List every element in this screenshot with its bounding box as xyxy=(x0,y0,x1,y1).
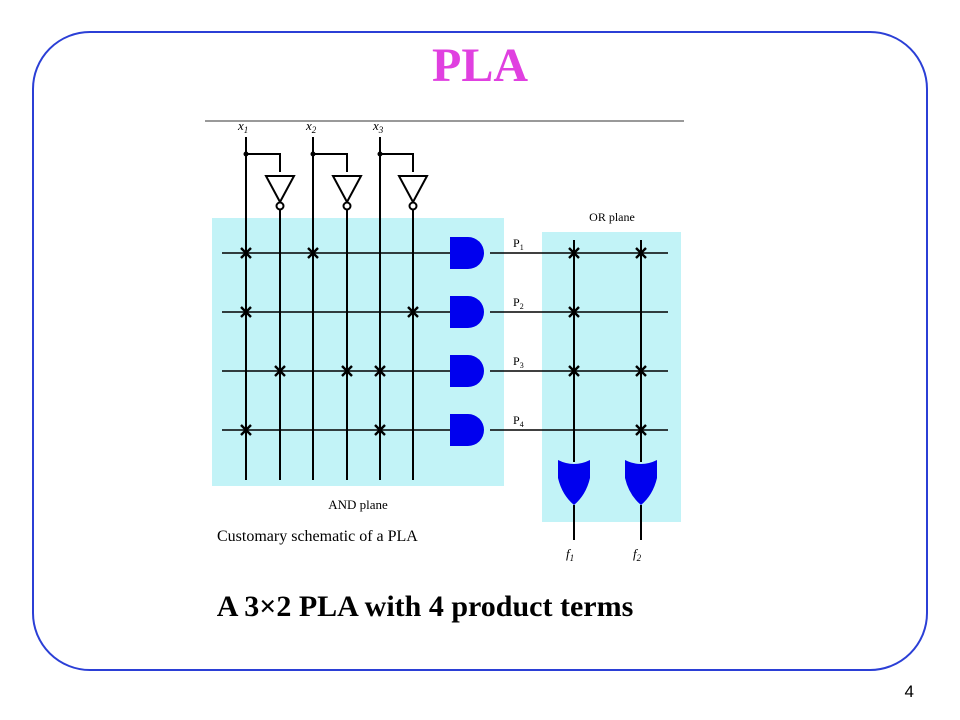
figure-caption: Customary schematic of a PLA xyxy=(217,528,418,545)
connection-x-icon xyxy=(635,424,647,436)
and-gate-icon xyxy=(450,296,484,328)
connections xyxy=(240,247,647,436)
connection-x-icon xyxy=(407,306,419,318)
or-plane-lines xyxy=(573,240,642,462)
product-lines xyxy=(222,252,668,431)
connection-x-icon xyxy=(274,365,286,377)
slide-title: PLA xyxy=(432,39,528,92)
input-label-x3: x3 xyxy=(372,118,384,135)
connection-x-icon xyxy=(240,306,252,318)
connection-x-icon xyxy=(240,424,252,436)
product-label-p1: P1 xyxy=(513,236,524,252)
input-label-x1: x1 xyxy=(237,118,248,135)
connection-x-icon xyxy=(635,247,647,259)
product-label-p2: P2 xyxy=(513,295,524,311)
product-label-p3: P3 xyxy=(513,354,524,370)
connection-x-icon xyxy=(374,424,386,436)
page-number: 4 xyxy=(904,682,914,701)
and-gate-icon xyxy=(450,237,484,269)
and-plane-label: AND plane xyxy=(328,497,388,512)
output-label-f1: f1 xyxy=(566,546,574,563)
inverter-icon xyxy=(264,175,296,211)
and-gate-icon xyxy=(450,414,484,446)
output-wires xyxy=(573,505,642,540)
slide-caption: A 3×2 PLA with 4 product terms xyxy=(216,590,634,623)
input-wires xyxy=(245,137,414,480)
or-gate-icon xyxy=(558,460,590,505)
and-gate-icon xyxy=(450,355,484,387)
output-label-f2: f2 xyxy=(633,546,642,563)
junction-dots xyxy=(243,151,383,157)
connection-x-icon xyxy=(568,247,580,259)
connection-x-icon xyxy=(307,247,319,259)
or-plane-label: OR plane xyxy=(589,210,635,224)
or-gate-icon xyxy=(625,460,657,505)
inverter-icon xyxy=(331,175,363,211)
connection-x-icon xyxy=(240,247,252,259)
inverter-icon xyxy=(397,175,429,211)
connection-x-icon xyxy=(341,365,353,377)
connection-x-icon xyxy=(374,365,386,377)
connection-x-icon xyxy=(635,365,647,377)
input-label-x2: x2 xyxy=(305,118,317,135)
connection-x-icon xyxy=(568,365,580,377)
product-label-p4: P4 xyxy=(513,413,524,429)
connection-x-icon xyxy=(568,306,580,318)
slide-frame xyxy=(32,31,928,671)
